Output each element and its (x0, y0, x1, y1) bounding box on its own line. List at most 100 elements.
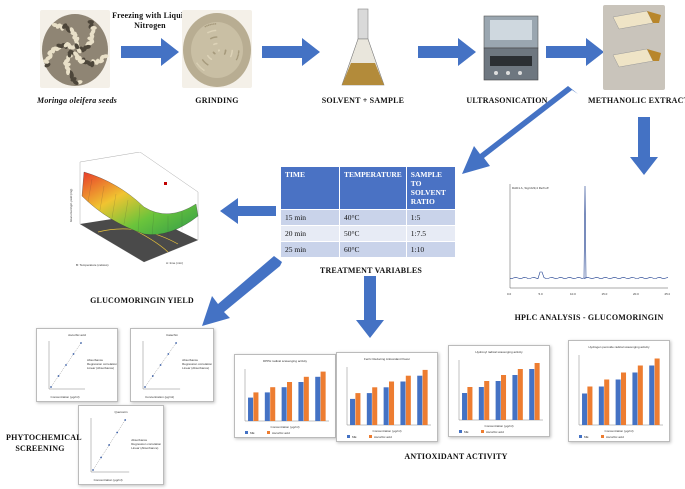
arrow-to-ultrasonication (418, 38, 476, 66)
solvent-label: SOLVENT + SAMPLE (321, 96, 405, 105)
arrow-to-grinding (121, 38, 179, 66)
bar-me (582, 393, 588, 425)
bar-ascorbic (501, 375, 507, 420)
table-row: 20 min 50°C 1:7.5 (280, 225, 457, 242)
bar-me (649, 365, 655, 425)
antioxidant-legend-item: Ascorbic acid (606, 435, 624, 439)
bar-me (281, 387, 287, 421)
hplc-tick-label: 20.0 (633, 292, 639, 296)
table-cell: 1:10 (405, 241, 457, 258)
bar-ascorbic (372, 387, 378, 425)
treatment-caption: TREATMENT VARIABLES (319, 266, 423, 275)
bar-ascorbic (405, 375, 411, 425)
phyto-title: Quercetin (114, 410, 127, 414)
arrow-to-phyto (202, 256, 282, 326)
phyto-legend-item: Regression correlation (182, 362, 212, 366)
surface-plot: Glucomoringin yield (mg) B: Temperature … (58, 151, 208, 270)
antioxidant-x-label: Concentration (µg/ml) (605, 429, 634, 433)
phyto-point (124, 419, 127, 421)
header-temperature: TEMPERATURE (339, 166, 407, 210)
header-time: TIME (280, 166, 340, 210)
header-ratio: SAMPLE TO SOLVENT RATIO (405, 166, 457, 210)
surface-z-axis-label: Glucomoringin yield (mg) (69, 189, 73, 222)
phyto-legend-item: Linear (Absorbance) (87, 366, 114, 370)
phyto-point (116, 431, 119, 434)
phyto-x-label: Concentration (µg/ml) (145, 395, 174, 399)
bar-ascorbic (621, 372, 627, 425)
bar-me (615, 379, 621, 425)
bar-ascorbic (422, 369, 428, 425)
bar-me (495, 381, 501, 420)
antioxidant-legend-item: Ascorbic acid (272, 431, 290, 435)
phyto-point (100, 456, 102, 459)
hplc-header: DAD1 A, Sig=229,4 Ref=off (512, 186, 549, 190)
surface-x-axis-label: B: Temperature (celsius) (76, 263, 108, 267)
hplc-tick-label: 0.0 (507, 292, 512, 296)
table-row: 25 min 60°C 1:10 (280, 241, 457, 258)
phyto-point (50, 386, 52, 388)
arrow-to-extract (546, 38, 604, 66)
phyto-title: Catechin (166, 333, 178, 337)
phyto-point (108, 444, 110, 446)
bar-ascorbic (637, 365, 643, 425)
antioxidant-x-label: Concentration (µg/ml) (373, 429, 402, 433)
phyto-legend-item: Regression correlation (131, 442, 161, 446)
hplc-tick-label: 10.0 (570, 292, 576, 296)
antioxidant-title: Hydrogen peroxide radical scavenging act… (588, 345, 650, 349)
antioxidant-title: DPPH radical scavenging activity (263, 359, 308, 363)
arrow-to-hplc (630, 117, 658, 175)
extract-photo (603, 5, 665, 90)
table-cell: 15 min (280, 209, 340, 226)
arrow-to-antioxidant (356, 276, 384, 338)
antioxidant-title: Hydroxyl radical scavenging activity (475, 350, 523, 354)
ultrasonicator-photo (478, 10, 544, 86)
antioxidant-legend-item: ME (250, 431, 255, 435)
bar-ascorbic (355, 393, 361, 425)
bar-me (298, 382, 304, 421)
bar-me (478, 387, 484, 420)
phyto-point (159, 364, 162, 366)
table-row: 15 min 40°C 1:5 (280, 209, 457, 226)
ultrasonication-label: ULTRASONICATION (466, 96, 548, 105)
bar-me (462, 393, 468, 420)
phyto-legend-item: Absorbance (87, 358, 103, 362)
table-cell: 50°C (339, 225, 407, 242)
phyto-point (57, 375, 60, 377)
grinding-label: GRINDING (195, 96, 239, 105)
phyto-title: Ascorbic acid (68, 333, 86, 337)
antioxidant-legend-item: ME (464, 430, 469, 434)
phyto-point (175, 342, 177, 344)
bar-me (598, 386, 604, 425)
table-cell: 40°C (339, 209, 407, 226)
phyto-point (65, 364, 67, 366)
freezing-label: Freezing with Liquid Nitrogen (112, 11, 188, 30)
phyto-point (80, 342, 82, 344)
hplc-tick-label: 25.0 (665, 292, 671, 296)
treatment-table: TIME TEMPERATURE SAMPLE TO SOLVENT RATIO… (280, 166, 457, 258)
bar-me (315, 376, 321, 421)
bar-ascorbic (517, 369, 523, 420)
bar-ascorbic (303, 376, 309, 421)
arrow-to-solvent (262, 38, 320, 66)
bar-ascorbic (389, 381, 395, 425)
hplc-label: HPLC ANALYSIS - GLUCOMORINGIN (514, 313, 664, 322)
phyto-point (92, 469, 94, 471)
bar-me (632, 372, 638, 425)
table-cell: 1:7.5 (405, 225, 457, 242)
bar-me (264, 392, 270, 421)
bar-me (417, 375, 423, 425)
bar-ascorbic (253, 392, 259, 421)
antioxidant-x-label: Concentration (µg/ml) (271, 425, 300, 429)
phyto-point (151, 375, 154, 377)
bar-ascorbic (287, 382, 293, 421)
antioxidant-legend-item: ME (352, 435, 357, 439)
bar-me (248, 397, 254, 421)
antioxidant-legend-item: Ascorbic acid (374, 435, 392, 439)
antioxidant-x-label: Concentration (µg/ml) (485, 424, 514, 428)
